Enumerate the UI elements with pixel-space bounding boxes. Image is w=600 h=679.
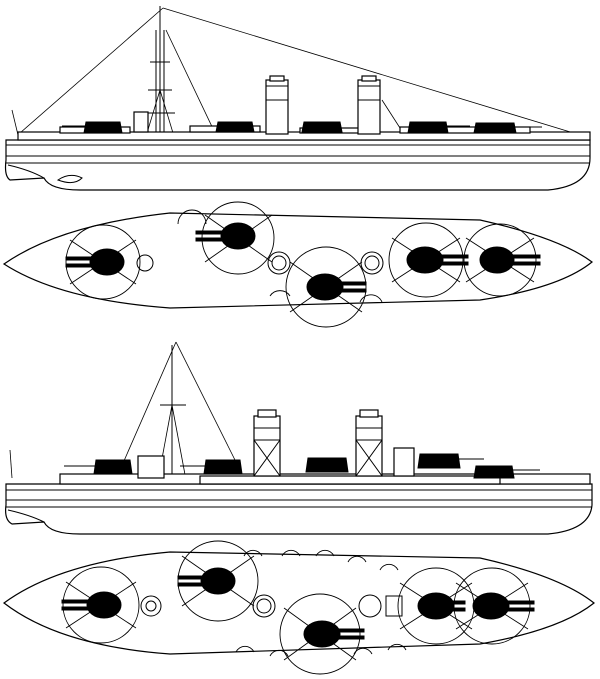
ship2-turrets-plan <box>61 567 535 648</box>
ship1-profile <box>4 6 591 191</box>
ship1-turrets-profile <box>62 121 542 134</box>
ship2-turrets-profile <box>64 453 540 479</box>
ship2-plan <box>2 540 595 675</box>
ship1-mast <box>145 6 175 135</box>
ship1-hull <box>4 139 591 191</box>
ship2-deck-outline <box>2 551 595 655</box>
ship1-turrets-plan <box>65 222 541 301</box>
ship2-hull <box>5 483 593 535</box>
ship1-funnel-2 <box>357 75 381 135</box>
ship2-funnel-1 <box>253 409 281 477</box>
ship2-profile <box>5 341 593 535</box>
ship1-funnel-1 <box>265 75 289 135</box>
ship1-plan <box>2 201 593 328</box>
ship2-funnel-2 <box>355 409 383 477</box>
